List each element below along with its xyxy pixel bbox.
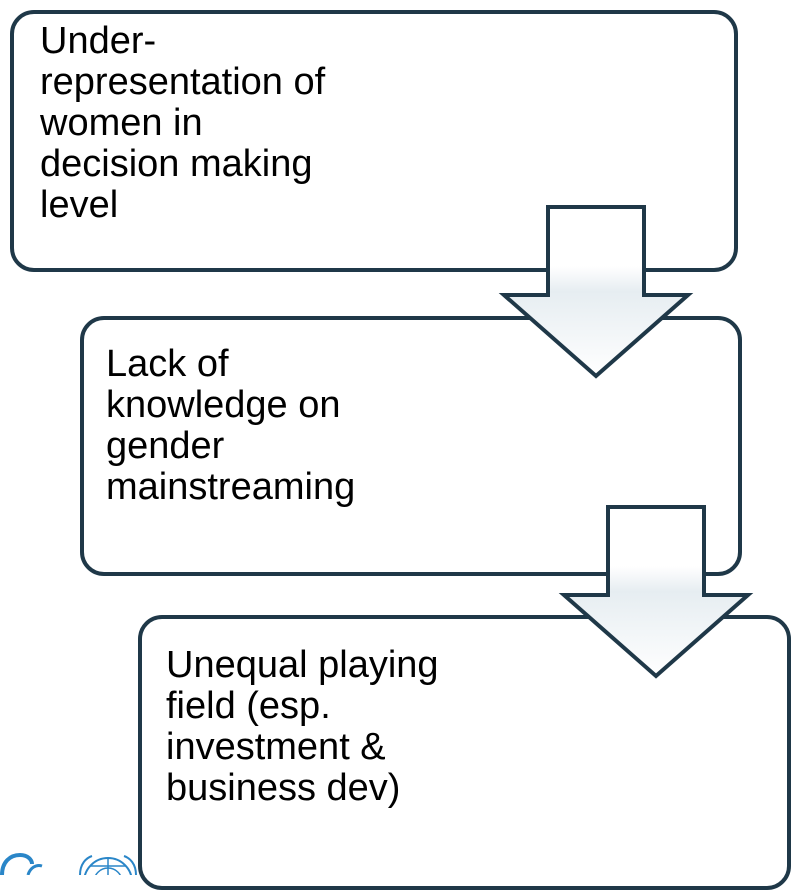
flow-box-1-text: Under- representation of women in decisi… [40, 20, 326, 226]
flow-box-1: Under- representation of women in decisi… [10, 10, 738, 272]
flow-box-3-text: Unequal playing field (esp. investment &… [166, 644, 439, 809]
flow-box-2-text: Lack of knowledge on gender mainstreamin… [106, 343, 356, 508]
down-arrow-1 [498, 205, 694, 379]
un-logo [0, 852, 137, 875]
flow-box-3: Unequal playing field (esp. investment &… [138, 615, 791, 890]
down-arrow-2 [558, 505, 754, 679]
